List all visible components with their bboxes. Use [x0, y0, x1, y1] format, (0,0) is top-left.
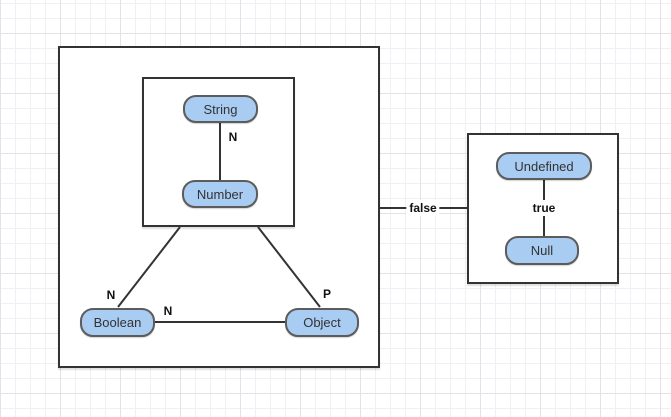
node-null[interactable]: Null	[505, 236, 579, 265]
edge-label-container-object[interactable]: P	[322, 287, 332, 301]
node-number-label: Number	[196, 186, 244, 202]
edge-label-true[interactable]: true	[529, 200, 559, 216]
node-object[interactable]: Object	[285, 308, 359, 337]
node-number[interactable]: Number	[182, 180, 258, 208]
edge-container-boolean[interactable]	[117, 226, 181, 308]
edge-label-string-number[interactable]: N	[228, 130, 238, 144]
edge-label-false[interactable]: false	[406, 200, 440, 216]
node-string[interactable]: String	[183, 95, 258, 123]
node-object-label: Object	[303, 315, 341, 330]
edge-label-boolean-object[interactable]: N	[163, 304, 173, 318]
node-boolean[interactable]: Boolean	[80, 308, 155, 337]
edge-label-container-boolean[interactable]: N	[106, 288, 116, 302]
node-undefined-label: Undefined	[514, 158, 574, 174]
edge-container-object[interactable]	[257, 226, 321, 308]
node-null-label: Null	[530, 243, 554, 258]
node-string-label: String	[203, 101, 238, 117]
node-undefined[interactable]: Undefined	[496, 152, 592, 180]
node-boolean-label: Boolean	[93, 315, 142, 330]
